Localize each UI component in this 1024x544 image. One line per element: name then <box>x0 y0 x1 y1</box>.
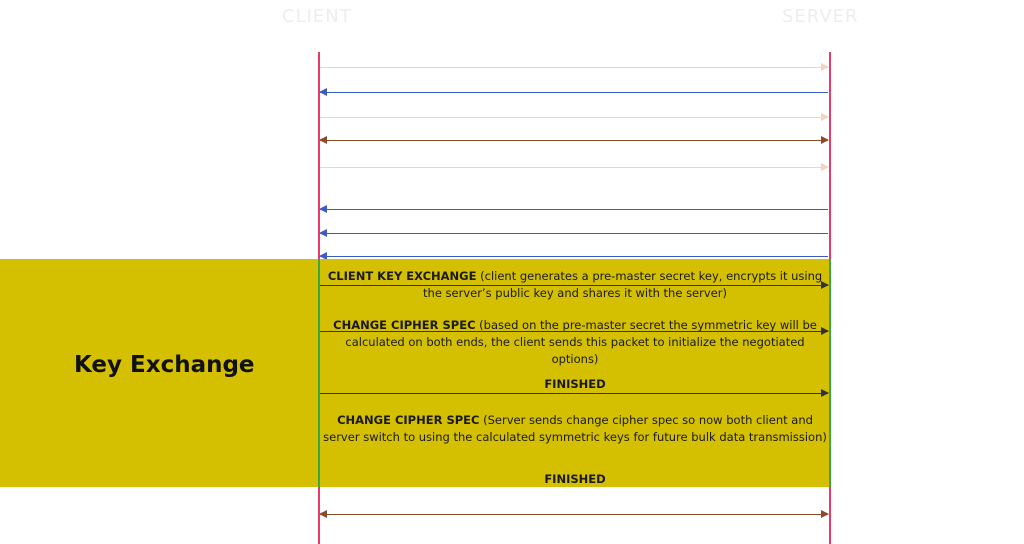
finished-client-arrow <box>320 389 829 397</box>
change-cipher-spec-client-arrow <box>320 327 829 335</box>
faint-arrow-1 <box>320 63 829 71</box>
key-exchange-band <box>0 259 829 487</box>
message-finished-client: FINISHED <box>322 376 828 393</box>
message-body: (Server sends change cipher spec so now … <box>323 413 827 444</box>
server-header: SERVER <box>782 6 859 27</box>
blue-arrow-3 <box>319 229 828 237</box>
client-lifeline-active <box>318 259 320 487</box>
message-title: CHANGE CIPHER SPEC <box>337 413 480 427</box>
message-change-cipher-spec-client: CHANGE CIPHER SPEC (based on the pre-mas… <box>322 317 828 368</box>
client-key-exchange-arrow <box>320 281 829 289</box>
message-body: (client generates a pre-master secret ke… <box>423 269 823 300</box>
message-title: FINISHED <box>544 472 606 486</box>
message-title: CLIENT KEY EXCHANGE <box>327 269 477 283</box>
blue-arrow-1 <box>319 88 828 96</box>
message-client-key-exchange: CLIENT KEY EXCHANGE (client generates a … <box>322 268 828 302</box>
message-title: CHANGE CIPHER SPEC <box>333 318 476 332</box>
faint-arrow-2 <box>320 113 829 121</box>
server-lifeline-active <box>829 259 831 487</box>
section-label: Key Exchange <box>74 352 255 378</box>
client-header: CLIENT <box>282 6 352 27</box>
message-title: FINISHED <box>544 377 606 391</box>
message-change-cipher-spec-server: CHANGE CIPHER SPEC (Server sends change … <box>322 412 828 446</box>
blue-arrow-4 <box>319 252 828 260</box>
message-finished-server: FINISHED <box>322 471 828 488</box>
brown-arrow-2 <box>319 510 829 518</box>
brown-arrow-1 <box>319 136 829 144</box>
message-body: (based on the pre-master secret the symm… <box>345 318 817 366</box>
faint-arrow-3 <box>320 163 829 171</box>
blue-arrow-2 <box>319 205 828 213</box>
